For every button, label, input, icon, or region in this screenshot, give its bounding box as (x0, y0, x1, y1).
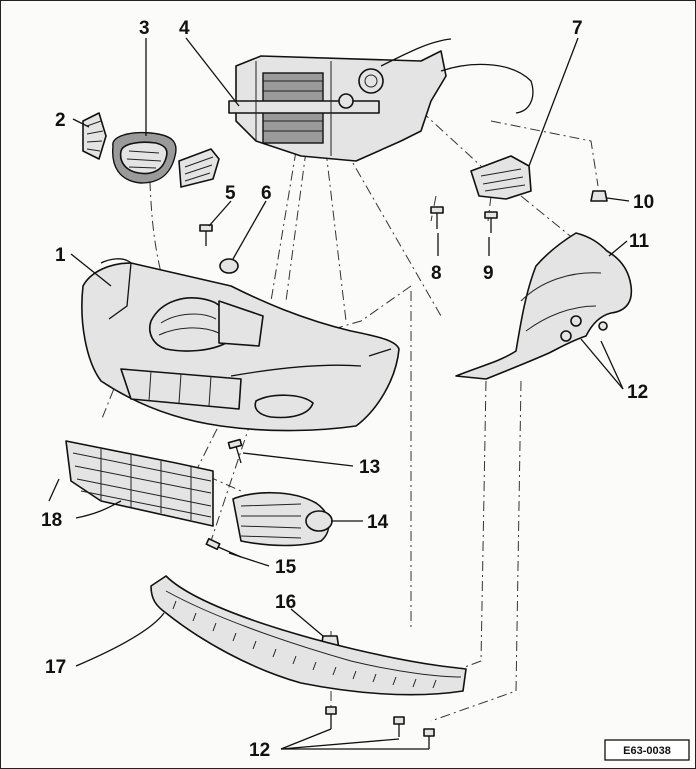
part-3-emblem-holder (112, 131, 177, 184)
part-1-bumper-cover (81, 258, 400, 432)
leader-lines (70, 37, 630, 750)
parts-8-9-10-screws (430, 190, 608, 233)
callout-6: 6 (261, 183, 272, 204)
callout-11: 11 (629, 231, 650, 252)
callout-16: 16 (275, 592, 296, 613)
part-18-lower-grille (48, 440, 214, 527)
callout-labels: 1 2 3 4 5 6 7 8 9 10 11 12 12 13 14 15 1… (41, 18, 654, 761)
callout-14: 14 (367, 512, 389, 533)
callout-12-side: 12 (627, 382, 648, 403)
callout-4: 4 (179, 18, 190, 39)
callout-9: 9 (483, 263, 494, 284)
callout-17: 17 (45, 657, 66, 678)
callout-7: 7 (572, 18, 583, 39)
part-4-front-carrier (228, 38, 534, 162)
reference-code-box: E63-0038 (604, 739, 690, 761)
callout-5: 5 (225, 183, 236, 204)
part-13-screw (227, 438, 243, 464)
part-12-lower-screws (325, 706, 435, 749)
callout-10: 10 (633, 192, 654, 213)
callout-12-bottom: 12 (249, 740, 270, 761)
parts-5-6-fasteners (199, 224, 239, 274)
part-14-foglight-grille (232, 491, 333, 547)
part-15-screw (205, 537, 242, 558)
part-17-spoiler-lip (150, 575, 467, 696)
part-11-wheel-housing-liner (455, 232, 633, 380)
part-2-side-grilles (82, 112, 220, 188)
reference-code: E63-0038 (623, 745, 671, 757)
callout-2: 2 (55, 110, 66, 131)
part-7-bracket (470, 155, 532, 200)
callout-13: 13 (359, 457, 380, 478)
callout-18: 18 (41, 510, 62, 531)
callout-1: 1 (55, 245, 66, 266)
callout-8: 8 (431, 263, 442, 284)
callout-3: 3 (139, 18, 150, 39)
callout-15: 15 (275, 557, 297, 578)
